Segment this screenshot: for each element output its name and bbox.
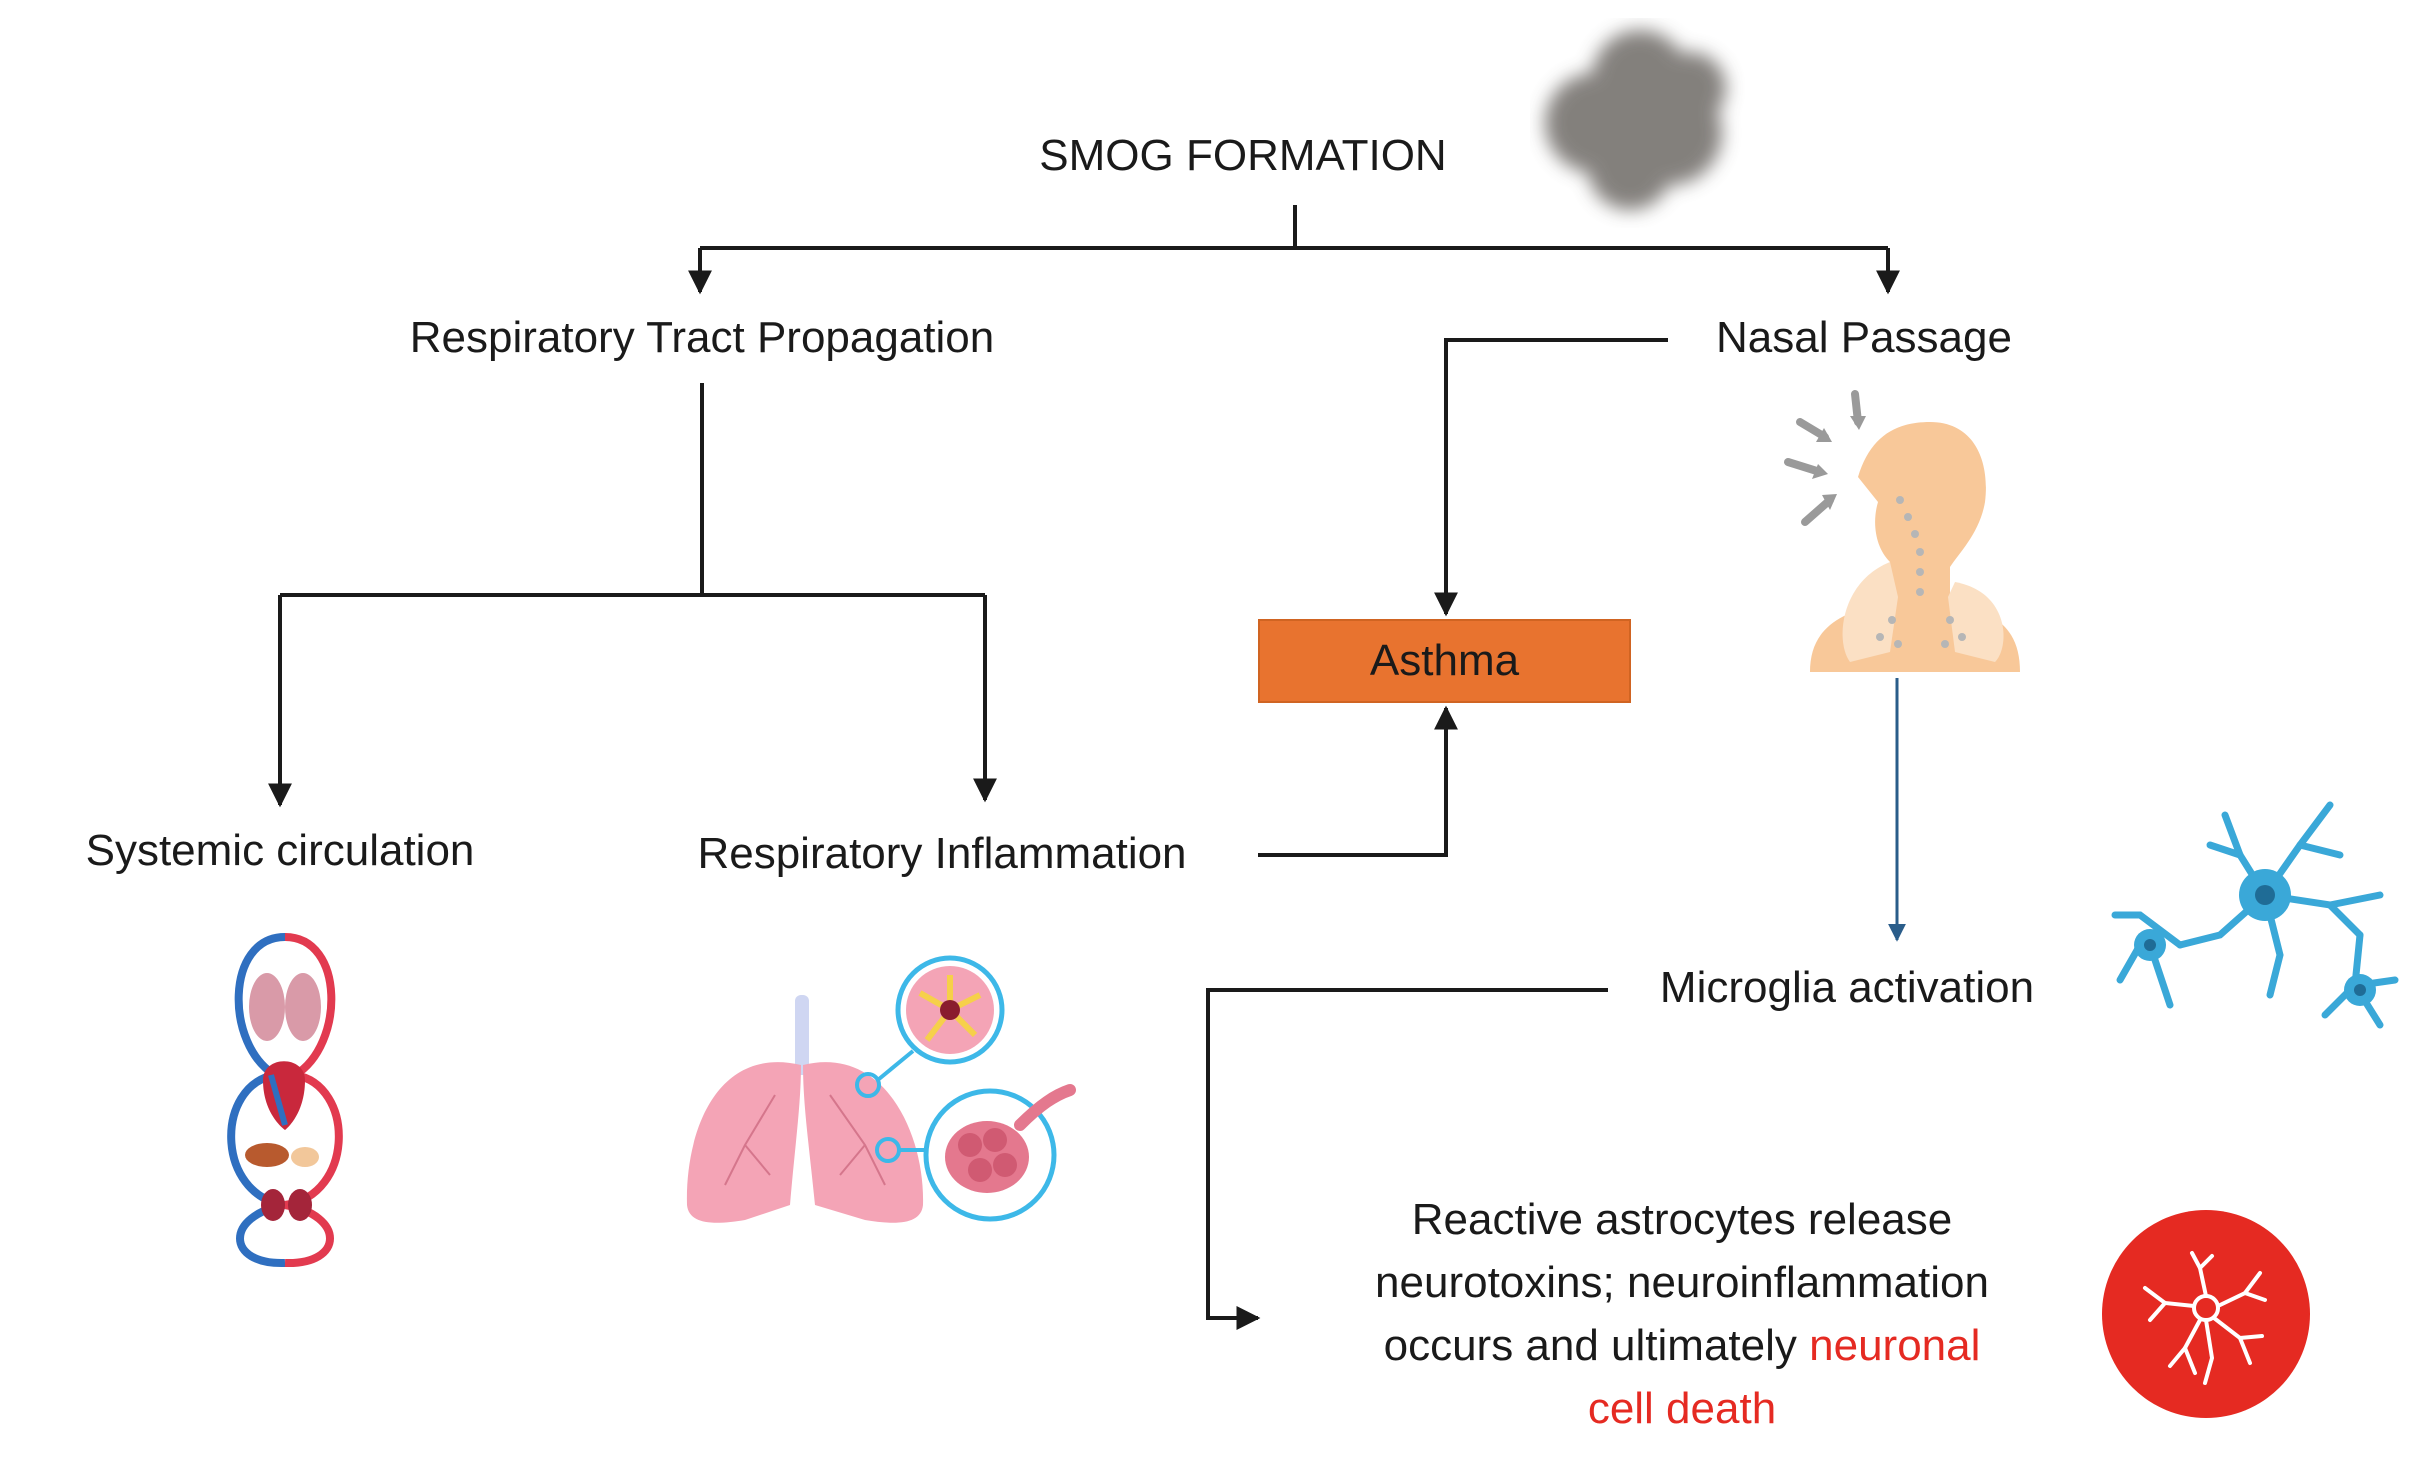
neuron-cells-icon — [2111, 801, 2399, 1029]
node-asthma-label: Asthma — [1369, 636, 1520, 685]
node-smog-formation: SMOG FORMATION — [1039, 131, 1447, 180]
smog-cloud-icon — [1545, 30, 1726, 210]
circulatory-system-icon — [227, 933, 343, 1268]
arrow-nasal-to-asthma — [1434, 338, 1668, 617]
node-final-outcome: Reactive astrocytes release neurotoxins;… — [1312, 1188, 2052, 1440]
astrocyte-red-icon — [2102, 1210, 2310, 1418]
final-line-3-highlight: neuronal — [1809, 1321, 1981, 1370]
node-asthma: Asthma — [1258, 619, 1631, 703]
inhalation-human-icon — [1784, 390, 2020, 672]
node-systemic-circulation: Systemic circulation — [85, 826, 475, 875]
arrow-microglia-to-final — [1206, 988, 1608, 1330]
final-line-1: Reactive astrocytes release — [1411, 1195, 1953, 1244]
final-line-4-highlight: cell death — [1587, 1384, 1777, 1433]
node-microglia-activation: Microglia activation — [1659, 963, 2035, 1012]
node-respiratory-tract: Respiratory Tract Propagation — [409, 313, 995, 362]
final-line-3-prefix: occurs and ultimately — [1383, 1321, 1810, 1370]
final-line-2: neurotoxins; neuroinflammation — [1375, 1258, 1989, 1307]
final-line-3: occurs and ultimately neuronal — [1312, 1314, 2052, 1377]
arrow-inflammation-to-asthma — [1258, 705, 1458, 857]
node-respiratory-inflammation: Respiratory Inflammation — [697, 829, 1187, 878]
node-nasal-passage: Nasal Passage — [1716, 313, 2012, 362]
lungs-inflammation-icon — [686, 955, 1076, 1223]
